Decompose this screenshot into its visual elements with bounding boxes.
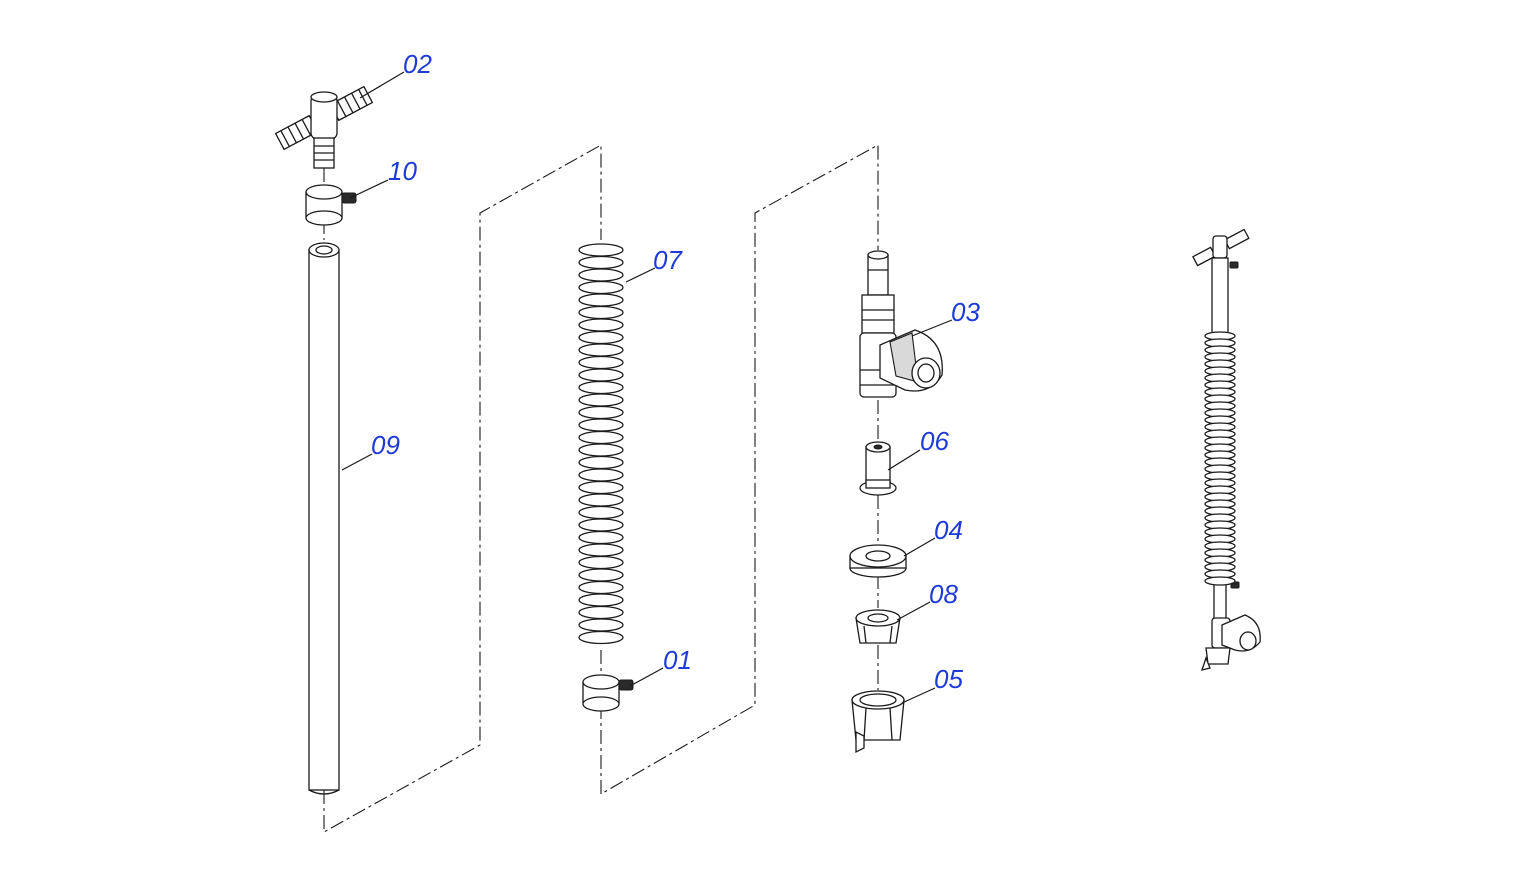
spring-coil (578, 630, 624, 645)
filter-insert-part (859, 441, 897, 496)
spring-coil (578, 380, 624, 395)
spring-coil (578, 293, 624, 307)
spring-coil (578, 268, 624, 282)
coil-spring-part (578, 243, 624, 645)
callout-labels: 02 10 09 07 01 03 06 04 08 05 (371, 49, 980, 694)
spring-coil (578, 605, 624, 620)
spring-coil (578, 343, 624, 357)
hose-clamp-part-top (305, 184, 357, 226)
spring-coil (578, 393, 624, 407)
spring-coil (578, 455, 624, 470)
spring-coil (578, 543, 624, 557)
nozzle-body-part (859, 250, 943, 398)
spring-coil (578, 318, 624, 332)
callout-04: 04 (934, 515, 963, 545)
hose-clamp-part-bottom (582, 674, 634, 712)
spring-coil (578, 593, 624, 607)
hose-tee-part (274, 85, 374, 169)
spring-coil (578, 255, 624, 270)
spring-coil (578, 518, 624, 532)
spring-coil (578, 493, 624, 507)
callout-07: 07 (653, 245, 683, 275)
spring-coil (578, 405, 624, 420)
callout-08: 08 (929, 579, 958, 609)
bayonet-cap-part (851, 690, 905, 754)
spring-coil (578, 243, 624, 257)
callout-09: 09 (371, 430, 400, 460)
spring-coil (578, 355, 624, 370)
spring-coil (578, 555, 624, 570)
spring-coil (578, 280, 624, 295)
spring-coil (578, 368, 624, 382)
tube-part (308, 242, 340, 795)
assembled-view (1192, 228, 1261, 671)
spring-coil (578, 418, 624, 432)
callout-10: 10 (388, 156, 417, 186)
seal-part (855, 609, 901, 644)
spring-coil (578, 618, 624, 632)
washer-part (849, 544, 907, 578)
spring-coil (578, 443, 624, 457)
spring-coil (578, 430, 624, 445)
spring-coil (578, 468, 624, 482)
spring-coil (578, 568, 624, 582)
spring-coil (578, 330, 624, 345)
callout-01: 01 (663, 645, 692, 675)
callout-06: 06 (920, 426, 949, 456)
callout-05: 05 (934, 664, 963, 694)
leader-lines (341, 71, 953, 704)
spring-coil (578, 505, 624, 520)
spring-coil (578, 530, 624, 545)
spring-coil (578, 580, 624, 595)
assembled-coil (1204, 576, 1236, 586)
spring-coil (578, 305, 624, 320)
spring-coil (578, 480, 624, 495)
callout-03: 03 (951, 297, 980, 327)
callout-02: 02 (403, 49, 432, 79)
